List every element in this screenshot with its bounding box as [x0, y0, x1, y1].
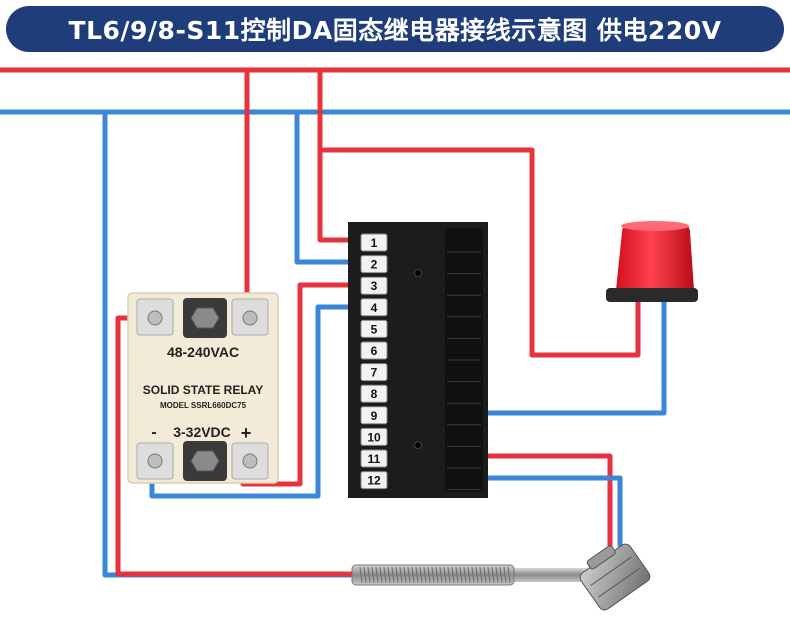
terminal-label: 5 [371, 322, 378, 336]
solid-state-relay: 48-240VAC SOLID STATE RELAY MODEL SSRL66… [127, 292, 279, 484]
terminal-8: 8 [360, 384, 388, 403]
page-title: TL6/9/8-S11控制DA固态继电器接线示意图 供电220V [6, 6, 784, 52]
terminal-11: 11 [360, 449, 388, 468]
alarm-lamp-icon [606, 221, 698, 302]
relay-dc-range: 3-32VDC [173, 424, 231, 440]
terminal-2: 2 [360, 255, 388, 274]
terminal-label: 8 [371, 387, 378, 401]
terminal-1: 1 [360, 233, 388, 252]
thermocouple-probe-icon [351, 543, 651, 611]
terminal-7: 7 [360, 363, 388, 382]
terminal-3: 3 [360, 276, 388, 295]
terminal-label: 10 [367, 430, 381, 444]
live-to-lamp [317, 147, 641, 358]
terminal-label: 2 [371, 258, 378, 272]
terminal-label: 3 [371, 279, 378, 293]
terminal-9: 9 [360, 406, 388, 425]
relay-dc-minus: - [151, 424, 156, 441]
terminal-6: 6 [360, 341, 388, 360]
terminal-5: 5 [360, 319, 388, 338]
relay-dc-plus: + [241, 423, 252, 443]
terminal-4: 4 [360, 298, 388, 317]
relay-model: MODEL SSRL660DC75 [160, 401, 247, 410]
terminal-label: 11 [368, 452, 381, 466]
terminal-10: 10 [360, 427, 388, 446]
terminal-label: 1 [371, 236, 378, 250]
live-to-terminal-1 [317, 67, 365, 243]
terminal-12: 12 [360, 471, 388, 490]
relay-name: SOLID STATE RELAY [143, 383, 263, 397]
neutral-to-terminal-2 [294, 109, 365, 265]
terminal-label: 6 [371, 344, 378, 358]
terminal-label: 12 [367, 474, 381, 488]
relay-ac-range: 48-240VAC [167, 344, 239, 360]
terminal-label: 7 [371, 366, 378, 380]
terminal-label: 4 [371, 301, 378, 315]
terminal-label: 9 [371, 409, 378, 423]
